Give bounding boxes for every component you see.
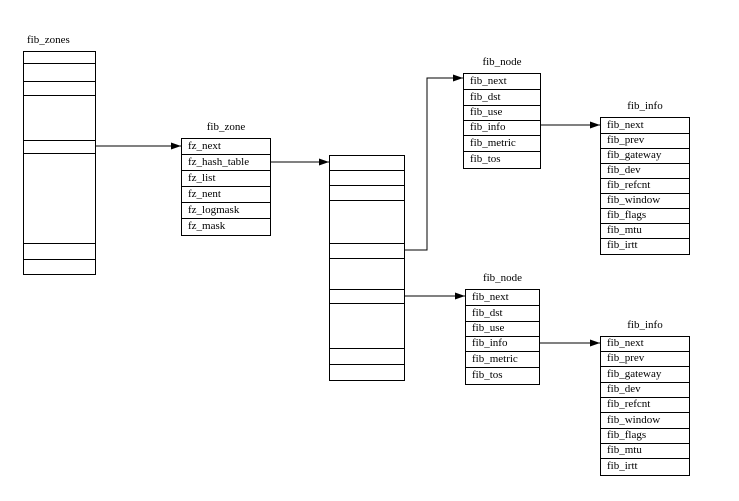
- struct-title-fib-info-bottom: fib_info: [627, 319, 663, 331]
- field-row-fib-gateway: fib_gateway: [601, 149, 689, 164]
- cell-1: [330, 156, 404, 171]
- field-row-fib-dst: fib_dst: [466, 306, 539, 322]
- struct-title-fib-info-top: fib_info: [627, 100, 663, 112]
- field-row-fib-irtt: fib_irtt: [607, 460, 638, 472]
- cell-4: [330, 201, 404, 244]
- field-row-fib-next: fib_next: [601, 337, 689, 352]
- struct-title-fib-node-bottom: fib_node: [482, 272, 523, 284]
- cell-6: [24, 154, 95, 244]
- cell-2: [330, 171, 404, 186]
- field-row-fz-mask: fz_mask: [188, 220, 226, 232]
- cell-5: [24, 141, 95, 154]
- cell-3: [24, 82, 95, 96]
- field-row-fib-gateway: fib_gateway: [601, 367, 689, 383]
- field-row-fib-next: fib_next: [464, 74, 540, 90]
- field-row-fib-tos: fib_tos: [472, 369, 503, 381]
- field-row-fib-refcnt: fib_refcnt: [601, 179, 689, 194]
- field-row-fib-next: fib_next: [466, 290, 539, 306]
- field-row-fib-window: fib_window: [601, 413, 689, 429]
- field-row-fz-next: fz_next: [182, 139, 270, 155]
- field-row-fib-tos: fib_tos: [470, 153, 501, 165]
- cell-7: [330, 290, 404, 304]
- field-row-fib-mtu: fib_mtu: [601, 444, 689, 459]
- field-row-fib-irtt: fib_irtt: [607, 239, 638, 251]
- field-row-fz-logmask: fz_logmask: [182, 203, 270, 219]
- cell-7: [24, 244, 95, 260]
- field-row-fib-refcnt: fib_refcnt: [601, 398, 689, 413]
- field-row-fz-list: fz_list: [182, 171, 270, 187]
- cell-3: [330, 186, 404, 201]
- cell-8: [330, 304, 404, 349]
- field-row-fib-use: fib_use: [464, 106, 540, 121]
- struct-fib-zones: [23, 51, 96, 275]
- field-row-fib-dev: fib_dev: [601, 164, 689, 179]
- field-row-fib-use: fib_use: [466, 322, 539, 337]
- field-row-fib-dst: fib_dst: [464, 90, 540, 106]
- field-row-fib-info: fib_info: [464, 121, 540, 136]
- struct-title-fib-zones: fib_zones: [27, 34, 70, 46]
- field-row-fib-metric: fib_metric: [466, 352, 539, 368]
- struct-title-fib-zone: fib_zone: [206, 121, 246, 133]
- pointer-hash-table-cell5--to--fib-node-top-fib-next: [405, 74, 463, 251]
- cell-10: [330, 365, 404, 380]
- struct-title-fib-node-top: fib_node: [482, 56, 522, 68]
- field-row-fib-prev: fib_prev: [601, 352, 689, 367]
- field-row-fib-flags: fib_flags: [601, 209, 689, 224]
- field-row-fib-mtu: fib_mtu: [601, 224, 689, 239]
- cell-9: [330, 349, 404, 365]
- cell-5: [330, 244, 404, 259]
- cell-2: [24, 64, 95, 82]
- field-row-fib-metric: fib_metric: [464, 136, 540, 152]
- field-row-fib-info: fib_info: [466, 337, 539, 352]
- field-row-fib-window: fib_window: [601, 194, 689, 209]
- cell-1: [24, 52, 95, 64]
- field-row-fib-dev: fib_dev: [601, 383, 689, 398]
- field-row-fz-hash-table: fz_hash_table: [182, 155, 270, 171]
- struct-hash-table: [329, 155, 405, 381]
- field-row-fib-prev: fib_prev: [601, 134, 689, 149]
- field-row-fz-nent: fz_nent: [182, 187, 270, 203]
- cell-6: [330, 259, 404, 290]
- cell-8: [24, 260, 95, 274]
- field-row-fib-flags: fib_flags: [601, 429, 689, 444]
- cell-4: [24, 96, 95, 141]
- field-row-fib-next: fib_next: [601, 118, 689, 134]
